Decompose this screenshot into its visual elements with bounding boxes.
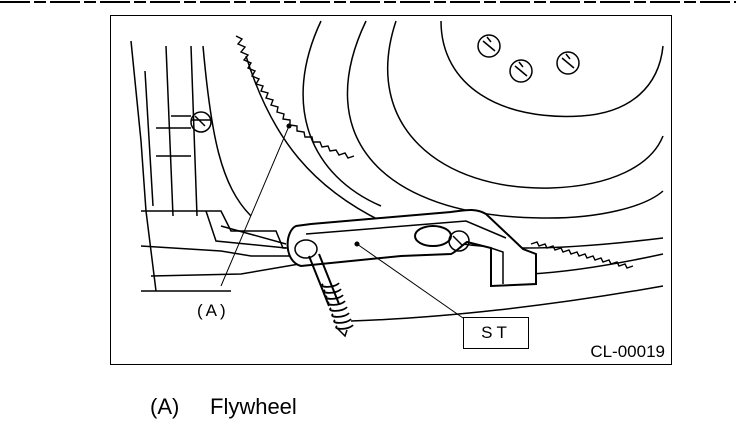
flywheel-bottom-edge [350, 285, 664, 322]
flywheel-inner-face [440, 20, 664, 118]
leader-a [220, 125, 290, 287]
st-tool-body [286, 209, 537, 288]
top-rule [0, 1, 736, 3]
st-label: ST [481, 323, 511, 342]
ring-gear-teeth [235, 35, 355, 159]
housing-edge-1 [130, 40, 157, 292]
housing-edge-4 [190, 45, 198, 217]
flywheel-bolt-2 [509, 59, 533, 83]
ring-gear-teeth-right [530, 241, 634, 269]
housing-edge-5 [202, 45, 252, 217]
flywheel-bolt-1 [477, 34, 501, 58]
st-callout-box: ST [463, 317, 529, 349]
flywheel-illustration [130, 20, 664, 338]
housing-bolt [190, 111, 212, 133]
leader-st [356, 243, 464, 319]
legend-label: Flywheel [210, 394, 297, 419]
figure-code: CL-00019 [590, 342, 665, 361]
flywheel-face-arc-2 [346, 20, 664, 219]
flywheel-face-arc-3 [302, 20, 382, 207]
legend-key: (A) [150, 394, 180, 419]
housing-edge-3 [165, 45, 174, 217]
flywheel-bolt-3 [556, 51, 580, 75]
st-tool-bolt [448, 230, 470, 252]
diagram-figure: (A) ST CL-00019 [110, 15, 672, 365]
housing-edge-2 [144, 70, 154, 207]
st-tool-pin-hole [294, 239, 318, 259]
flywheel-lower-edge [530, 253, 664, 275]
callout-a-label: (A) [197, 301, 229, 320]
flywheel-face-arc-1 [386, 20, 664, 189]
st-rod-threads [321, 282, 354, 330]
legend: (A) Flywheel [150, 394, 297, 420]
